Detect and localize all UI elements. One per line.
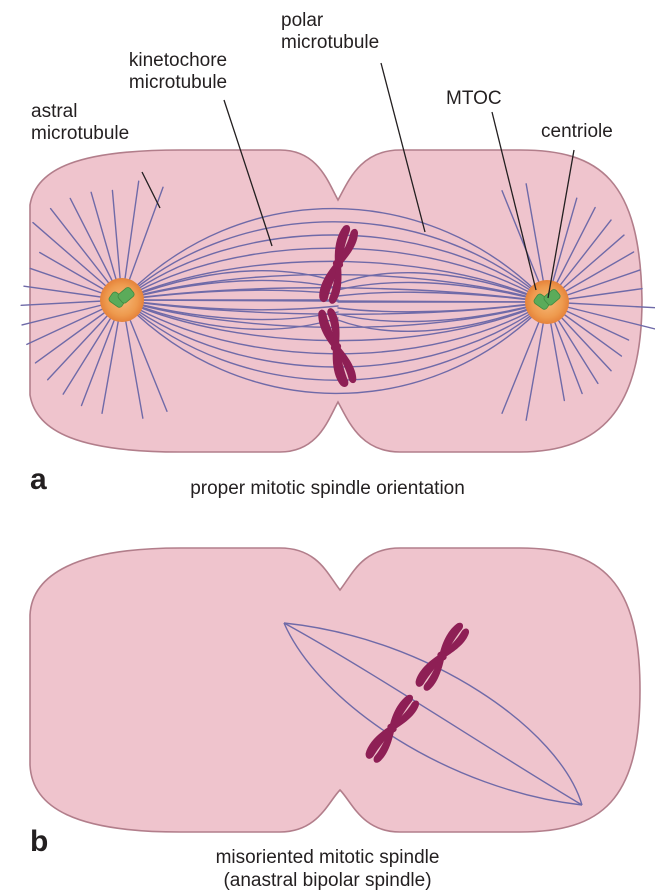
label-astral-microtubule: astral microtubule [31, 101, 129, 145]
caption-b-line2: (anastral bipolar spindle) [0, 869, 655, 892]
label-astral-line1: astral [31, 101, 129, 123]
label-centriole: centriole [541, 121, 613, 143]
caption-b-line1: misoriented mitotic spindle [0, 846, 655, 869]
label-polar-microtubule: polar microtubule [281, 10, 379, 54]
label-polar-line2: microtubule [281, 32, 379, 54]
label-kinetochore-line1: kinetochore [114, 50, 242, 72]
label-mtoc: MTOC [446, 88, 502, 110]
mtoc-left [100, 278, 144, 322]
panel-b [30, 548, 640, 832]
caption-b: misoriented mitotic spindle (anastral bi… [0, 846, 655, 892]
label-kinetochore-line2: microtubule [114, 72, 242, 94]
label-polar-line1: polar [281, 10, 379, 32]
label-kinetochore-microtubule: kinetochore microtubule [114, 50, 242, 94]
cell-b-membrane [30, 548, 640, 832]
caption-a: proper mitotic spindle orientation [0, 477, 655, 500]
label-astral-line2: microtubule [31, 123, 129, 145]
mtoc-right [525, 280, 569, 324]
